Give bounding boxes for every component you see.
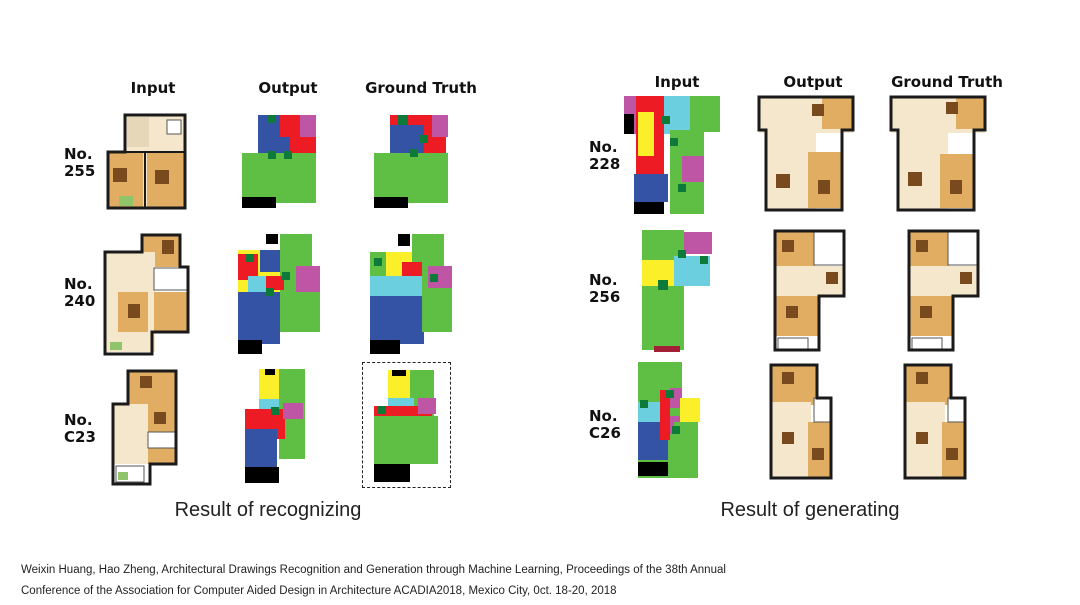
left-row-label-2: No. 240 (64, 276, 95, 310)
right-header-output: Output (783, 73, 843, 91)
row-id-label: C23 (64, 428, 96, 446)
caption-recognizing: Result of recognizing (174, 499, 362, 521)
row-id-label: 228 (589, 155, 621, 173)
floorplan-output-c26 (769, 363, 833, 480)
row-id-label: 240 (64, 292, 96, 310)
left-header-output: Output (258, 79, 318, 97)
floorplan-output-256 (773, 229, 846, 352)
segmentation-input-c26 (638, 362, 700, 478)
segmentation-truth-255 (374, 115, 448, 208)
floorplan-output-228 (757, 95, 855, 212)
row-no-label: No. (589, 138, 618, 156)
right-row-label-3: No. C26 (589, 408, 621, 442)
row-no-label: No. (589, 271, 618, 289)
citation-line-1: Weixin Huang, Hao Zheng, Architectural D… (21, 564, 726, 576)
right-header-ground-truth: Ground Truth (891, 73, 1003, 91)
row-no-label: No. (64, 411, 93, 429)
floorplan-truth-228 (889, 95, 987, 212)
segmentation-output-255 (242, 115, 316, 208)
row-no-label: No. (64, 145, 93, 163)
citation-line-2: Conference of the Association for Comput… (21, 585, 617, 597)
left-row-label-1: No. 255 (64, 146, 95, 180)
segmentation-truth-c23 (374, 370, 438, 482)
left-row-label-3: No. C23 (64, 412, 96, 446)
right-row-label-2: No. 256 (589, 272, 620, 306)
segmentation-input-228 (624, 96, 720, 214)
left-header-input: Input (130, 79, 176, 97)
row-no-label: No. (64, 275, 93, 293)
row-id-label: 255 (64, 162, 96, 180)
citation: Weixin Huang, Hao Zheng, Architectural D… (21, 560, 726, 602)
right-header-input: Input (654, 73, 700, 91)
segmentation-input-256 (642, 230, 712, 352)
highlight-box (362, 362, 451, 488)
row-id-label: C26 (589, 424, 621, 442)
caption-generating: Result of generating (720, 499, 900, 521)
floorplan-input-240 (103, 233, 190, 356)
row-id-label: 256 (589, 288, 621, 306)
left-header-ground-truth: Ground Truth (365, 79, 477, 97)
floorplan-input-255 (106, 113, 187, 210)
floorplan-truth-256 (907, 229, 980, 352)
row-no-label: No. (589, 407, 618, 425)
right-row-label-1: No. 228 (589, 139, 620, 173)
floorplan-input-c23 (111, 369, 178, 486)
segmentation-output-c23 (245, 369, 305, 483)
segmentation-output-240 (238, 234, 320, 354)
segmentation-truth-240 (370, 234, 452, 354)
floorplan-truth-c26 (903, 363, 967, 480)
